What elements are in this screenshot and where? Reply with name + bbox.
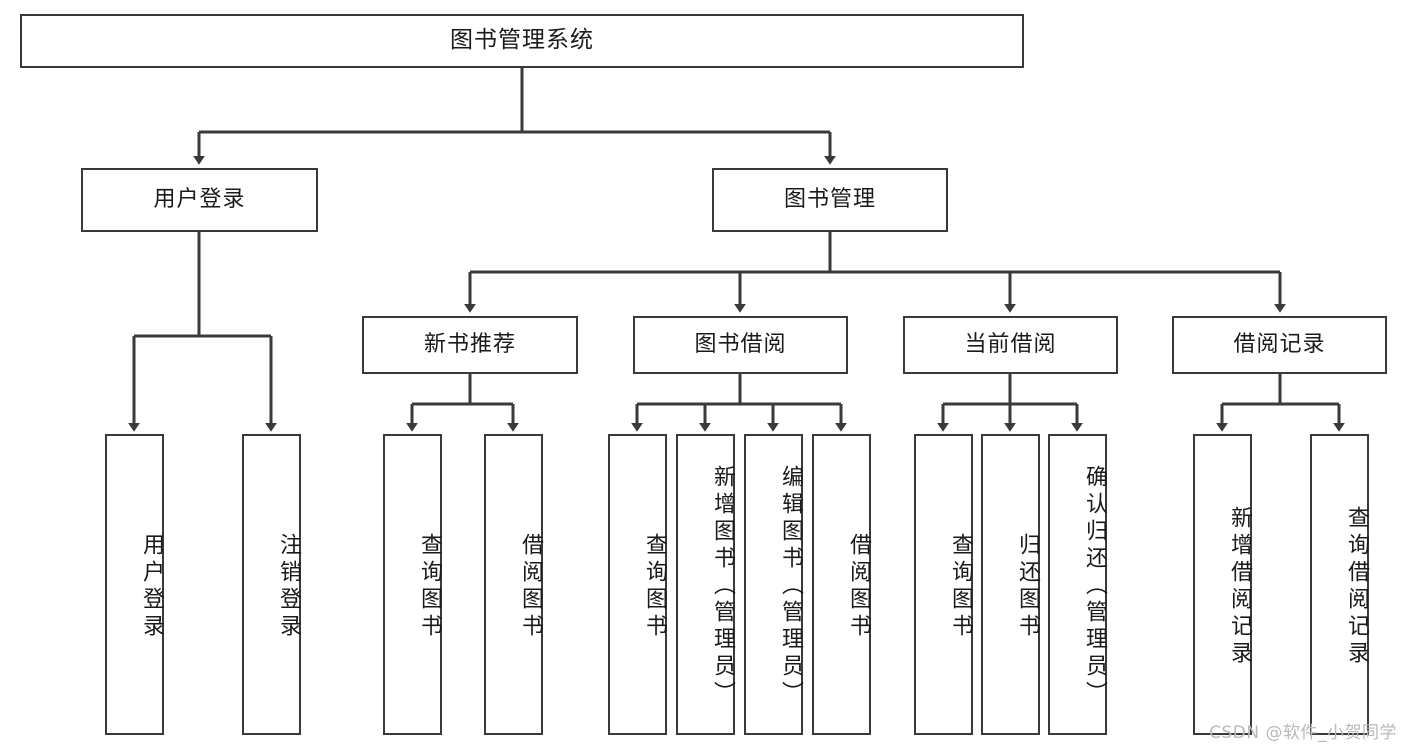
node-current-borrow[interactable]: 当前借阅 [903,316,1118,374]
leaf-add-borrow-record[interactable]: 新增借阅记录 [1193,434,1252,735]
leaf-add-book-admin[interactable]: 新增图书（管理员） [676,434,735,735]
node-label: 新书推荐 [423,331,516,357]
node-book-borrow[interactable]: 图书借阅 [633,316,848,374]
node-borrow-record[interactable]: 借阅记录 [1172,316,1387,374]
node-label: 确认归还（管理员） [1082,465,1107,708]
leaf-logout[interactable]: 注销登录 [242,434,301,735]
node-label: 图书管理系统 [450,27,594,54]
node-book-management[interactable]: 图书管理 [712,168,948,232]
node-label: 新增图书（管理员） [710,465,735,708]
node-label: 编辑图书（管理员） [778,465,803,708]
node-label: 图书管理 [783,186,876,212]
node-label: 查询图书 [948,532,973,641]
node-new-book-recommend[interactable]: 新书推荐 [362,316,578,374]
node-label: 注销登录 [276,532,301,641]
leaf-query-book-current[interactable]: 查询图书 [914,434,973,735]
leaf-query-borrow-record[interactable]: 查询借阅记录 [1310,434,1369,735]
node-label: 借阅图书 [518,532,543,641]
node-root-system[interactable]: 图书管理系统 [20,14,1024,68]
node-label: 用户登录 [153,186,246,212]
node-label: 借阅图书 [846,532,871,641]
leaf-query-book-recommend[interactable]: 查询图书 [383,434,442,735]
node-label: 查询图书 [417,532,442,641]
leaf-edit-book-admin[interactable]: 编辑图书（管理员） [744,434,803,735]
leaf-confirm-return-admin[interactable]: 确认归还（管理员） [1048,434,1107,735]
leaf-query-book-borrow[interactable]: 查询图书 [608,434,667,735]
node-user-login[interactable]: 用户登录 [81,168,318,232]
leaf-borrow-book-recommend[interactable]: 借阅图书 [484,434,543,735]
node-label: 用户登录 [139,532,164,641]
node-label: 归还图书 [1015,532,1040,641]
leaf-return-book[interactable]: 归还图书 [981,434,1040,735]
node-label: 查询图书 [642,532,667,641]
node-label: 新增借阅记录 [1227,505,1252,668]
node-label: 图书借阅 [694,331,787,357]
node-label: 借阅记录 [1233,331,1326,357]
leaf-borrow-book[interactable]: 借阅图书 [812,434,871,735]
node-label: 查询借阅记录 [1344,505,1369,668]
leaf-user-login[interactable]: 用户登录 [105,434,164,735]
watermark: CSDN @软件_小贺同学 [1209,723,1397,743]
node-label: 当前借阅 [964,331,1057,357]
